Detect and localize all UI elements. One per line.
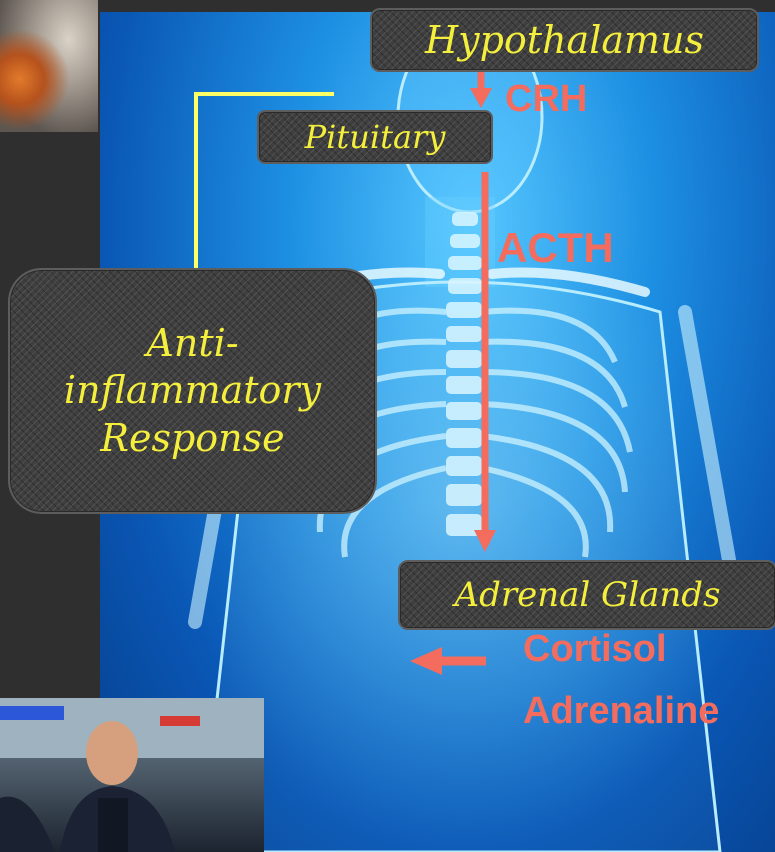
acth-hormone-label: ACTH bbox=[497, 224, 614, 272]
acth-arrow-head bbox=[474, 530, 496, 552]
adrenaline-hormone-label: Adrenaline bbox=[523, 690, 719, 733]
adrenal-glands-label: Adrenal Glands bbox=[398, 560, 775, 630]
anti-inflammatory-line-1: Anti- bbox=[146, 320, 238, 368]
anti-inflammatory-line-3: Response bbox=[100, 415, 284, 463]
hypothalamus-text: Hypothalamus bbox=[425, 18, 704, 62]
hypothalamus-label: Hypothalamus bbox=[370, 8, 759, 72]
cortisol-arrow-head bbox=[410, 647, 442, 675]
crh-hormone-label: CRH bbox=[505, 78, 587, 121]
anti-inflammatory-line-2: inflammatory bbox=[64, 367, 321, 415]
adrenal-text: Adrenal Glands bbox=[455, 575, 721, 615]
crh-arrow-head bbox=[470, 88, 492, 108]
anti-inflammatory-response-label: Anti- inflammatory Response bbox=[8, 268, 377, 514]
pituitary-label: Pituitary bbox=[257, 110, 493, 164]
pituitary-text: Pituitary bbox=[305, 118, 446, 156]
cortisol-hormone-label: Cortisol bbox=[523, 628, 667, 671]
